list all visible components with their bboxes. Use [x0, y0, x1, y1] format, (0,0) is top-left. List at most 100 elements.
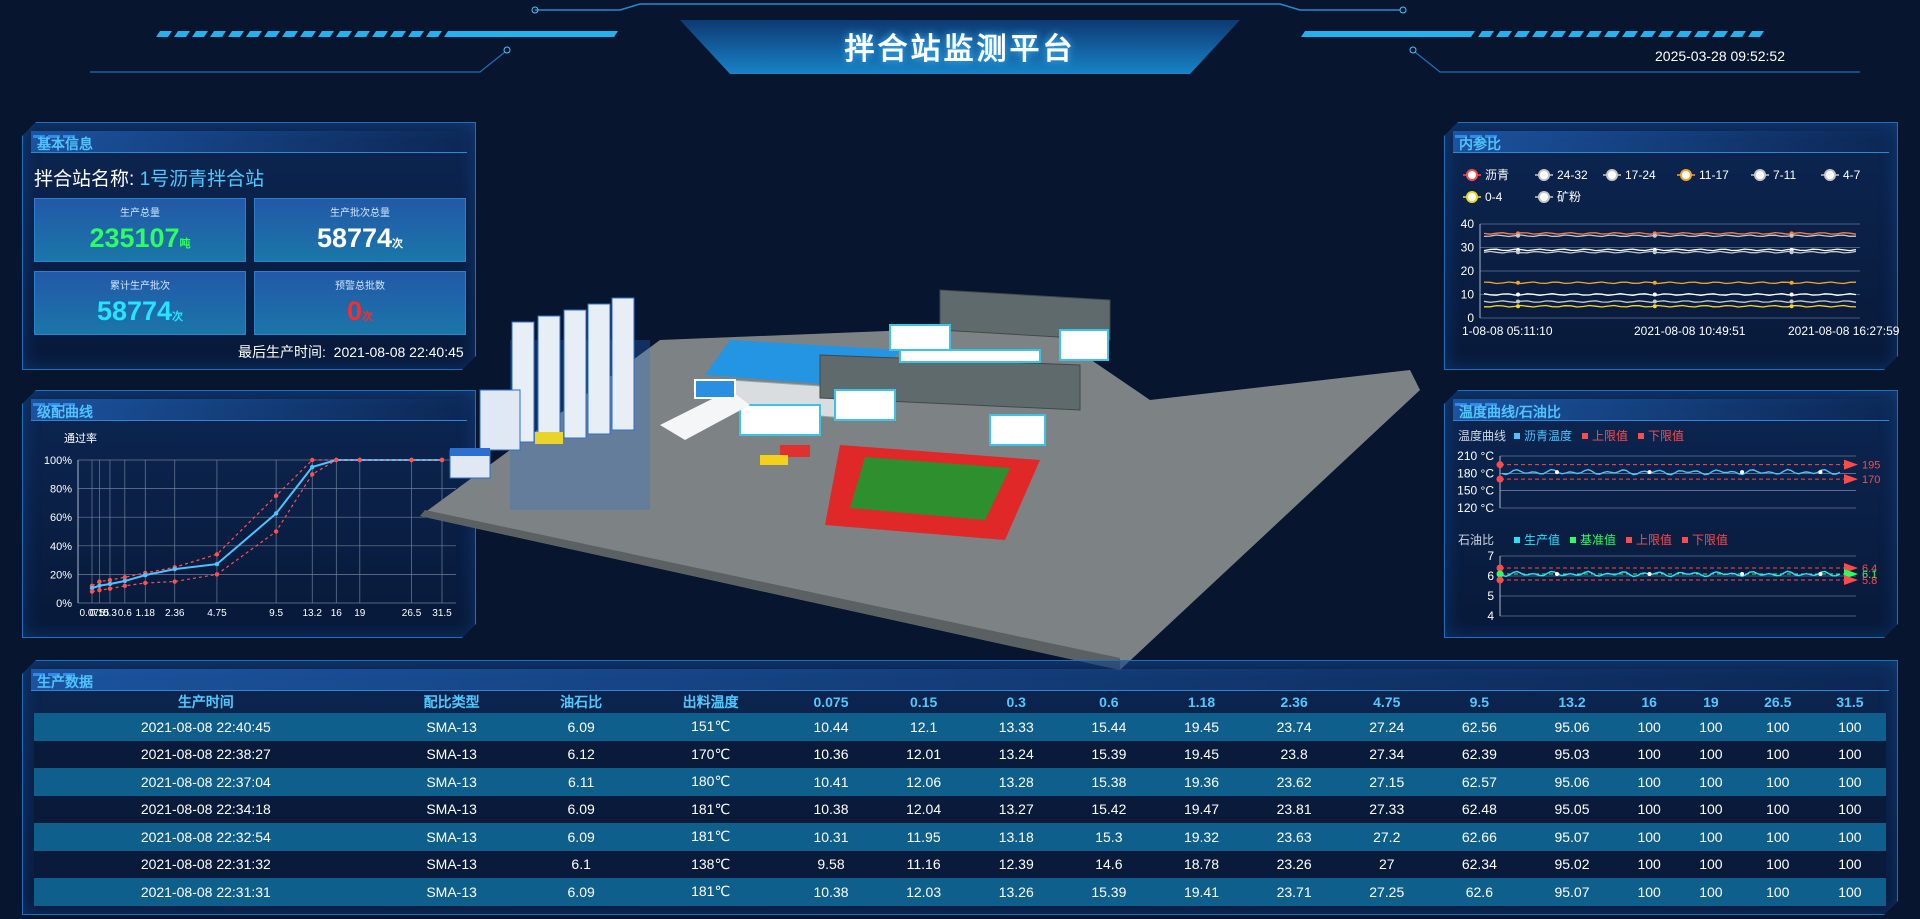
column-header[interactable]: 31.5 — [1836, 694, 1864, 710]
data-point — [122, 575, 128, 580]
table-cell: 10.44 — [784, 713, 878, 741]
limit-arrow — [1844, 459, 1858, 470]
data-point — [107, 577, 113, 583]
table-cell: 95.03 — [1525, 740, 1619, 768]
legend-marker — [1606, 169, 1618, 181]
x-tick-label: 19 — [354, 608, 366, 619]
data-point — [1789, 299, 1794, 304]
legend-label: 生产值 — [1524, 532, 1560, 547]
table-cell: 12.39 — [969, 850, 1063, 878]
panel-header: 生产数据 — [31, 669, 1889, 691]
data-point — [1647, 572, 1652, 576]
stat-card-total-batches: 生产批次总量 58774次 — [254, 198, 466, 262]
column-header[interactable]: 0.6 — [1099, 694, 1119, 710]
table-cell: 2021-08-08 22:38:27 — [34, 740, 378, 768]
stat-card-cumulative-batches: 累计生产批次 58774次 — [34, 271, 246, 335]
datetime-display: 2025-03-28 09:52:52 — [1655, 48, 1785, 64]
limit-marker — [1496, 461, 1504, 469]
column-header[interactable]: 0.075 — [813, 694, 849, 710]
table-cell: 62.57 — [1433, 768, 1526, 796]
table-cell: 62.66 — [1433, 823, 1526, 851]
limit-marker — [1496, 564, 1504, 572]
table-cell: 100 — [1741, 713, 1814, 741]
x-tick-label: 0.075 — [79, 608, 104, 619]
plant-3d-scene[interactable] — [420, 280, 1420, 670]
table-cell: 2021-08-08 22:32:54 — [34, 823, 378, 851]
page-title: 拌合站监测平台 — [844, 33, 1076, 66]
table-cell: 6.12 — [525, 740, 637, 768]
column-header[interactable]: 13.2 — [1558, 694, 1586, 710]
table-cell: 19.45 — [1155, 740, 1248, 768]
table-cell: 100 — [1618, 768, 1681, 796]
table-cell: SMA-13 — [377, 713, 526, 741]
stat-card-alarm-batches: 预警总批数 0次 — [254, 271, 466, 335]
panel-title: 级配曲线 — [37, 404, 93, 420]
data-point — [1516, 280, 1520, 285]
series-line — [1484, 304, 1857, 308]
stat-label: 预警总批数 — [335, 281, 385, 292]
table-cell: 62.6 — [1433, 878, 1526, 906]
column-header[interactable]: 配比类型 — [423, 694, 480, 710]
table-cell: 62.56 — [1433, 713, 1526, 741]
table-cell: 100 — [1813, 740, 1886, 768]
legend-marker — [1754, 169, 1766, 181]
table-cell: 100 — [1741, 878, 1814, 906]
y-tick-label: 30 — [1461, 241, 1475, 255]
column-header[interactable]: 0.15 — [909, 694, 938, 710]
column-header[interactable]: 出料温度 — [682, 694, 739, 710]
series-line — [1483, 293, 1857, 296]
table-cell: 100 — [1813, 823, 1886, 851]
column-header[interactable]: 1.18 — [1187, 694, 1216, 710]
column-header[interactable]: 0.3 — [1006, 694, 1026, 710]
column-header[interactable]: 油石比 — [560, 694, 603, 710]
table-cell: 100 — [1680, 878, 1742, 906]
column-header[interactable]: 生产时间 — [177, 694, 234, 710]
table-cell: 19.36 — [1155, 768, 1248, 796]
table-cell: 100 — [1813, 795, 1886, 823]
data-point — [107, 586, 113, 591]
y-tick-label: 60% — [50, 512, 72, 524]
data-point — [409, 457, 414, 463]
panel-header: 基本信息 — [31, 131, 467, 153]
header-decoration — [90, 3, 1860, 74]
legend-label: 沥青 — [1485, 168, 1509, 182]
column-header[interactable]: 2.36 — [1280, 694, 1308, 710]
column-header[interactable]: 4.75 — [1373, 694, 1401, 710]
legend-label: 7-11 — [1773, 168, 1796, 182]
gradation-panel: 级配曲线 — [22, 390, 476, 638]
data-point — [1740, 572, 1745, 576]
chart-label: 石油比 — [1458, 533, 1494, 547]
column-header[interactable]: 26.5 — [1764, 694, 1792, 710]
legend-marker — [1466, 191, 1478, 203]
panel-decoration — [33, 663, 81, 667]
series-line — [1483, 231, 1857, 235]
temperature-panel: 温度曲线/石油比 — [1444, 390, 1898, 638]
data-point — [273, 493, 279, 498]
data-point — [273, 529, 279, 534]
series-line — [1483, 234, 1857, 238]
column-header[interactable]: 16 — [1641, 694, 1657, 710]
table-cell: SMA-13 — [377, 768, 526, 796]
table-cell: SMA-13 — [377, 850, 526, 878]
legend-label: 矿粉 — [1557, 190, 1581, 204]
series-line — [1483, 300, 1857, 303]
series-line — [91, 459, 442, 587]
inner-ratio-panel: 内参比 — [1444, 122, 1898, 370]
table-cell: 12.06 — [877, 768, 970, 796]
x-tick-label: 9.5 — [269, 608, 283, 619]
column-header[interactable]: 9.5 — [1469, 694, 1490, 710]
table-cell: 27.24 — [1340, 713, 1434, 741]
x-tick-label: 0.15 — [90, 608, 110, 619]
data-point — [172, 566, 177, 572]
series-line — [1501, 468, 1841, 476]
x-tick-label: 2021-08-08 16:27:59 — [1788, 324, 1900, 338]
column-header[interactable]: 19 — [1703, 694, 1719, 710]
y-tick-label: 10 — [1461, 288, 1475, 302]
